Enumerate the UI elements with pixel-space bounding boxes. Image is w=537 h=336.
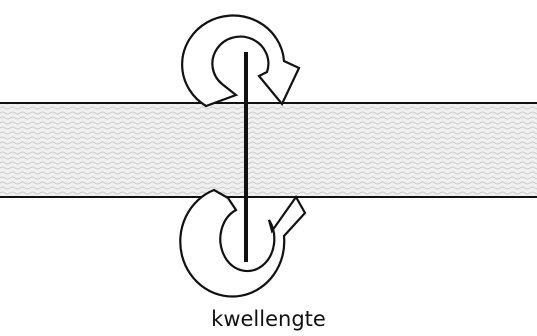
aquitard-layer	[0, 103, 537, 197]
circular-arrow-top	[181, 14, 301, 108]
caption-label: kwellengte	[211, 307, 326, 331]
circular-arrow-bottom	[179, 188, 307, 298]
